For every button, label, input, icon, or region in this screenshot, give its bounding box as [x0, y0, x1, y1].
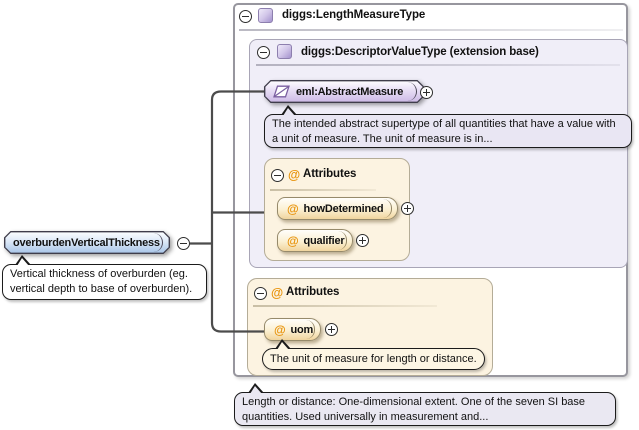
attributes-title: Attributes	[303, 168, 357, 180]
callout-pointer	[281, 105, 297, 116]
collapse-toggle-element[interactable]	[177, 237, 190, 250]
uom-annotation: The unit of measure for length or distan…	[262, 339, 485, 370]
attribute-qualifier[interactable]: @ qualifier	[277, 229, 353, 252]
expand-toggle-qualifier[interactable]	[356, 234, 369, 247]
header-divider	[253, 305, 437, 307]
header-divider	[239, 29, 623, 31]
header-divider	[256, 64, 620, 66]
callout-pointer	[248, 383, 264, 394]
descriptor-value-type-title: diggs:DescriptorValueType (extension bas…	[301, 46, 539, 58]
header-divider	[270, 189, 376, 191]
attribute-group-icon: @	[288, 168, 301, 182]
abstract-measure-element[interactable]: eml:AbstractMeasure	[264, 80, 424, 103]
attribute-icon: @	[287, 201, 299, 216]
attribute-icon: @	[287, 233, 299, 248]
complex-type-icon	[277, 44, 292, 59]
attribute-uom[interactable]: @ uom	[264, 318, 321, 341]
collapse-toggle-length-measure-type[interactable]	[239, 10, 252, 23]
collapse-toggle-descriptor-value-type[interactable]	[257, 46, 270, 59]
abstract-element-icon	[273, 85, 290, 98]
attribute-group-icon: @	[271, 286, 284, 300]
attribute-label: uom	[290, 323, 314, 336]
expand-toggle-how-determined[interactable]	[401, 202, 414, 215]
overburden-vertical-thickness-element[interactable]: overburdenVerticalThickness	[4, 231, 170, 254]
length-measure-type-title: diggs:LengthMeasureType	[282, 9, 426, 21]
attribute-label: qualifier	[303, 234, 345, 247]
element-label: overburdenVerticalThickness	[13, 236, 160, 249]
element-annotation: Vertical thickness of overburden (eg. ve…	[2, 255, 207, 300]
callout-pointer	[15, 255, 31, 266]
length-measure-type-annotation: Length or distance: One-dimensional exte…	[234, 383, 616, 426]
collapse-toggle-attributes-uom[interactable]	[254, 287, 267, 300]
expand-toggle-abstract-measure[interactable]	[420, 86, 433, 99]
attributes-title: Attributes	[286, 286, 340, 298]
abstract-measure-label: eml:AbstractMeasure	[296, 85, 404, 98]
collapse-toggle-attributes-extension[interactable]	[271, 169, 284, 182]
attribute-icon: @	[274, 322, 286, 337]
abstract-measure-annotation: The intended abstract supertype of all q…	[264, 105, 632, 148]
attribute-label: howDetermined	[303, 202, 384, 215]
attribute-how-determined[interactable]: @ howDetermined	[277, 197, 398, 220]
expand-toggle-uom[interactable]	[325, 323, 338, 336]
complex-type-icon	[258, 8, 273, 23]
callout-pointer	[275, 339, 291, 350]
